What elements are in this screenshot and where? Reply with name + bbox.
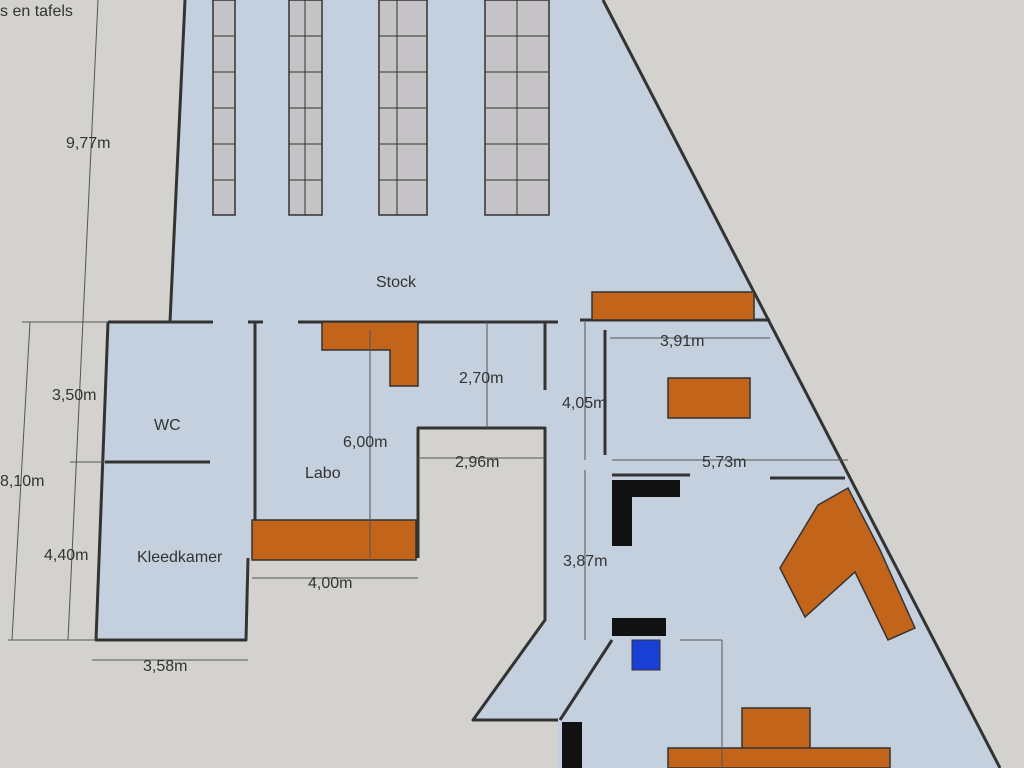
dimension-lines (8, 0, 848, 768)
dimension-label-270: 2,70m (459, 370, 503, 387)
dimension-label-296: 2,96m (455, 454, 499, 471)
room-label-labo: Labo (305, 465, 341, 482)
dimension-label-350: 3,50m (52, 387, 96, 404)
dimension-label-358: 3,58m (143, 658, 187, 675)
dimension-label-391: 3,91m (660, 333, 704, 350)
dimension-label-405: 4,05m (562, 395, 606, 412)
dimension-label-810: 8,10m (0, 473, 44, 490)
room-label-kleedkamer: Kleedkamer (137, 549, 223, 566)
dimension-label-600: 6,00m (343, 434, 387, 451)
dimension-label-440: 4,40m (44, 547, 88, 564)
dimension-label-977: 9,77m (66, 135, 110, 152)
dimension-label-400: 4,00m (308, 575, 352, 592)
storage-racks (212, 0, 550, 216)
furniture (251, 291, 916, 768)
dimension-label-387: 3,87m (563, 553, 607, 570)
room-label-stock: Stock (376, 274, 417, 291)
header-fragment-text: s en tafels (0, 3, 73, 20)
room-label-wc: WC (154, 417, 181, 434)
dimension-label-573: 5,73m (702, 454, 746, 471)
